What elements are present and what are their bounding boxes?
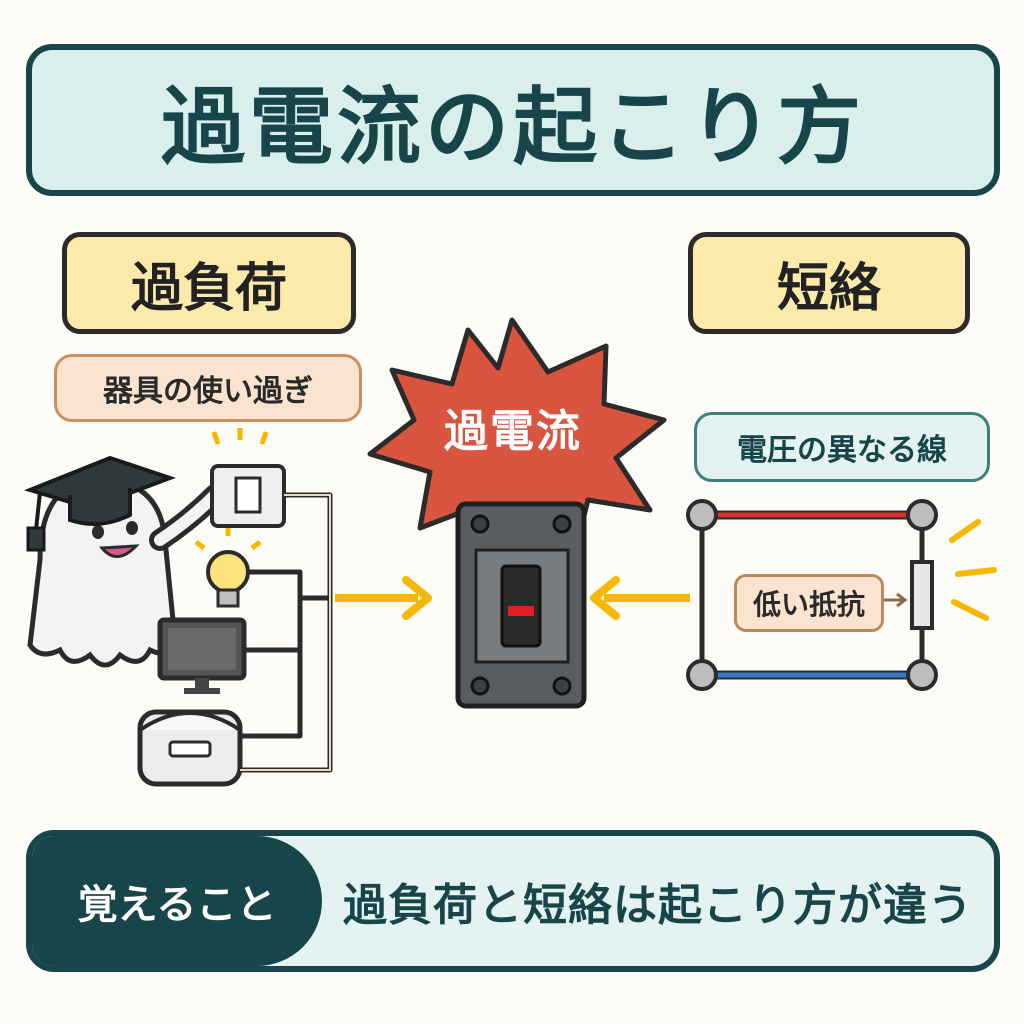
wall-outlet-icon: [210, 428, 286, 528]
rice-cooker-icon: [137, 709, 243, 787]
short-circuit-subheading: 電圧の異なる線: [694, 412, 990, 482]
arrow-short-to-breaker: [590, 576, 690, 620]
left-wiring: [240, 492, 333, 773]
ghost-student-icon: [23, 455, 226, 668]
summary-tag: 覚えること: [32, 836, 322, 966]
summary-banner: 覚えること 過負荷と短絡は起こり方が違う: [26, 830, 1000, 972]
summary-message: 過負荷と短絡は起こり方が違う: [343, 880, 973, 931]
overcurrent-label: 過電流: [444, 406, 582, 457]
monitor-icon: [157, 617, 247, 694]
title-banner: 過電流の起こり方: [26, 44, 1000, 196]
short-circuit-diagram: [686, 499, 997, 691]
arrow-overload-to-breaker: [335, 576, 432, 620]
light-bulb-icon: [194, 526, 262, 608]
circuit-breaker-icon: [455, 501, 587, 709]
short-circuit-heading: 短絡: [688, 232, 970, 334]
overload-subheading: 器具の使い過ぎ: [54, 354, 362, 422]
overload-heading: 過負荷: [62, 232, 356, 334]
low-resistance-label: 低い抵抗: [734, 574, 884, 632]
page-title: 過電流の起こり方: [160, 77, 865, 176]
